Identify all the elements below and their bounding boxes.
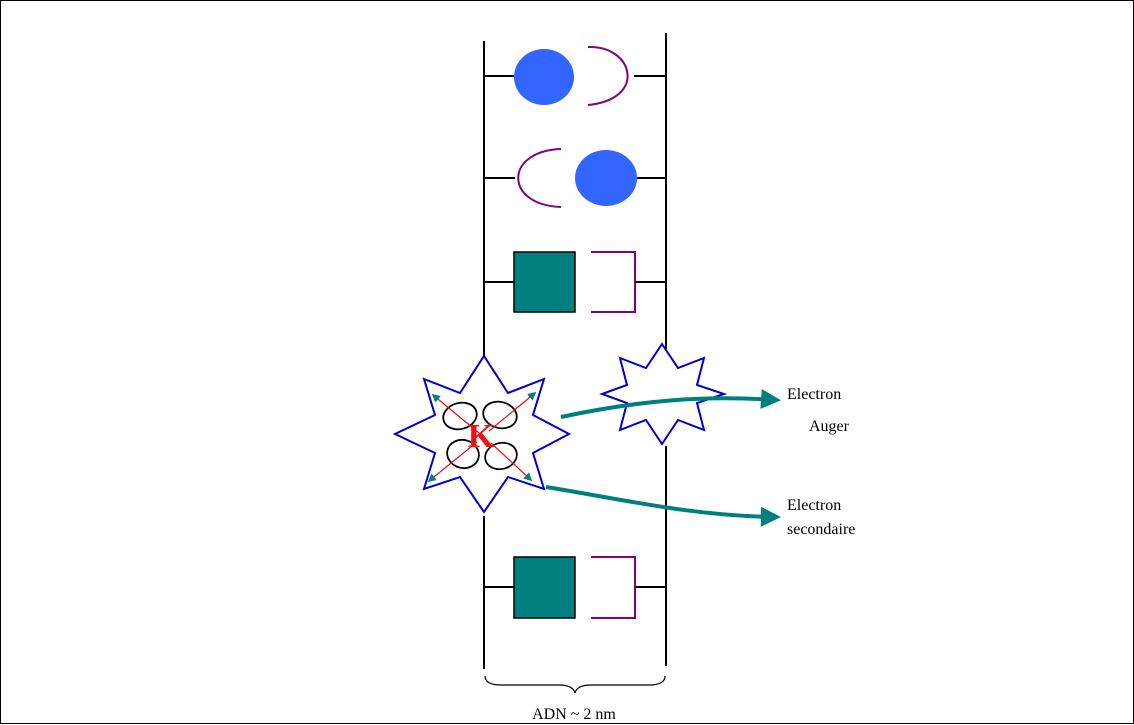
- base-pair-1: [484, 45, 666, 106]
- purine-square: [513, 251, 576, 313]
- starburst-small: [599, 342, 728, 446]
- dna-width-brace: [484, 675, 666, 694]
- auger-electron-label-line1: Electron: [787, 386, 841, 403]
- secondary-electron-arrow: [545, 485, 781, 527]
- secondary-electron-label-line1: Electron: [787, 497, 841, 514]
- orbital-bottom-right: [484, 441, 518, 471]
- emission-arrow-se: [490, 442, 533, 482]
- base-pair-4: [484, 556, 666, 619]
- base-pair-3: [484, 251, 666, 313]
- emission-arrow-sw: [427, 441, 478, 483]
- pyrimidine-cup: [587, 45, 629, 106]
- orbital-top-left: [442, 401, 478, 431]
- emission-arrows: [427, 391, 537, 483]
- emission-arrow-ne: [488, 391, 537, 432]
- purine-square: [513, 556, 576, 619]
- atom-symbol-k: K: [468, 418, 495, 455]
- pyrimidine-cup: [517, 148, 562, 208]
- auger-electron-arrow: [560, 388, 781, 419]
- orbitals: [442, 400, 518, 471]
- pyrimidine-bracket: [591, 251, 636, 313]
- base-pair-2: [484, 148, 666, 208]
- purine-circle: [514, 49, 574, 105]
- orbital-top-right: [482, 400, 518, 430]
- emission-arrow-nw: [431, 393, 480, 434]
- orbital-bottom-left: [446, 438, 480, 470]
- purine-circle: [575, 150, 637, 206]
- pyrimidine-bracket: [591, 556, 636, 619]
- dna-width-label: ADN ~ 2 nm: [532, 706, 616, 723]
- auger-electron-label-line2: Auger: [809, 418, 850, 435]
- secondary-electron-label-line2: secondaire: [787, 521, 855, 538]
